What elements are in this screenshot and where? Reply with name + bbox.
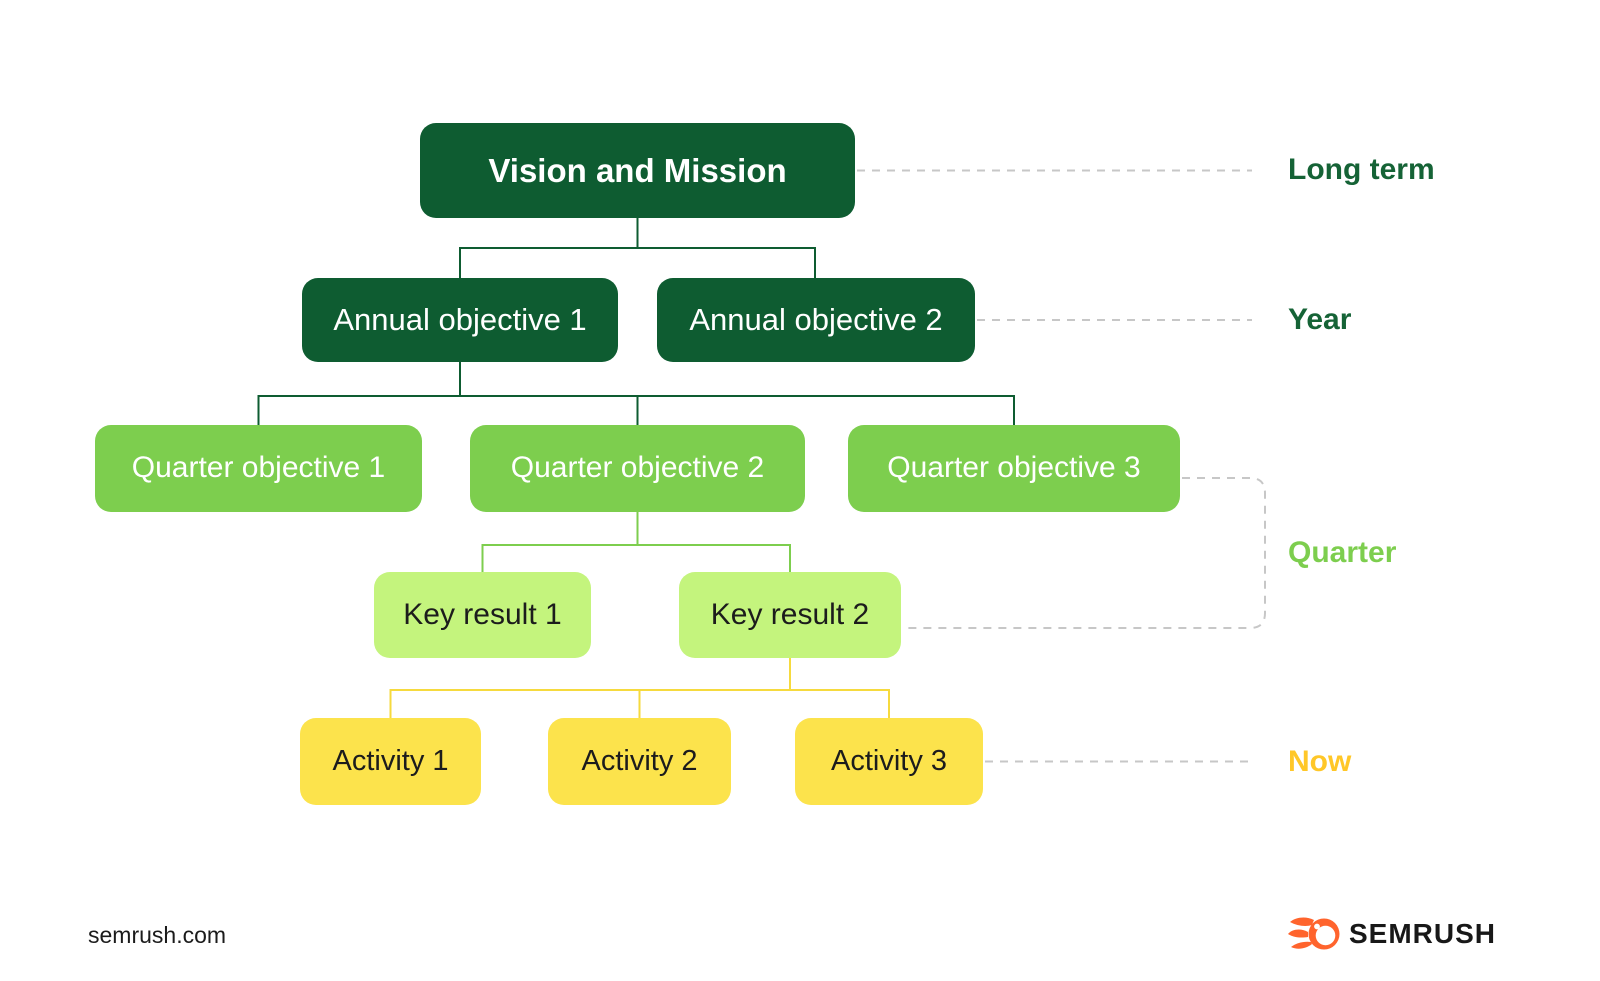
key-result-2-node: Key result 2 — [679, 572, 901, 658]
annual-objective-1-label: Annual objective 1 — [333, 302, 587, 338]
connector-quarter-to-keyresults — [481, 512, 791, 572]
timeline-label-long-term: Long term — [1288, 153, 1435, 186]
quarter-objective-1-node: Quarter objective 1 — [95, 425, 422, 512]
site-url: semrush.com — [88, 922, 227, 948]
vision-mission-label: Vision and Mission — [488, 151, 787, 189]
annual-objective-2-label: Annual objective 2 — [689, 302, 943, 338]
key-result-2-label: Key result 2 — [710, 597, 870, 631]
semrush-wordmark: SEMRUSH — [1349, 918, 1497, 949]
timeline-label-year: Year — [1288, 303, 1352, 336]
annual-objective-1-node: Annual objective 1 — [302, 278, 618, 362]
activity-1-label: Activity 1 — [332, 744, 449, 777]
timeline-label-now: Now — [1288, 745, 1352, 778]
activity-2-label: Activity 2 — [581, 744, 698, 777]
annual-objective-2-node: Annual objective 2 — [657, 278, 975, 362]
connector-vision-to-annual — [459, 218, 816, 278]
semrush-flame-icon — [1288, 917, 1340, 950]
quarter-objective-2-label: Quarter objective 2 — [510, 451, 765, 485]
connector-keyresult-to-activities — [389, 658, 890, 718]
quarter-objective-2-node: Quarter objective 2 — [470, 425, 805, 512]
activity-3-label: Activity 3 — [830, 744, 948, 777]
timeline-label-quarter: Quarter — [1288, 536, 1397, 569]
activity-2-node: Activity 2 — [548, 718, 731, 805]
activity-1-node: Activity 1 — [300, 718, 481, 805]
key-result-1-node: Key result 1 — [374, 572, 591, 658]
connector-annual-to-quarter — [257, 362, 1015, 425]
quarter-objective-1-label: Quarter objective 1 — [131, 451, 386, 485]
activity-3-node: Activity 3 — [795, 718, 983, 805]
vision-mission-node: Vision and Mission — [420, 123, 855, 218]
quarter-objective-3-node: Quarter objective 3 — [848, 425, 1180, 512]
semrush-logo: SEMRUSH — [1288, 916, 1496, 952]
key-result-1-label: Key result 1 — [403, 597, 562, 631]
quarter-objective-3-label: Quarter objective 3 — [887, 451, 1141, 485]
